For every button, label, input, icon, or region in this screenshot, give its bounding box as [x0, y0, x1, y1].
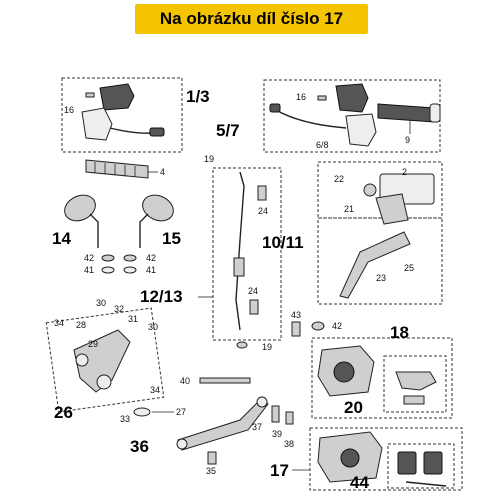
callout-37: 37 [252, 422, 262, 432]
group-box-44 [387, 443, 455, 489]
master-cylinder [363, 173, 435, 225]
callout-28: 28 [76, 320, 86, 330]
banjo-bolt-24-b [249, 299, 259, 315]
callout-42-a: 42 [84, 253, 94, 263]
group-label-20: 20 [344, 398, 363, 417]
callout-43: 43 [291, 310, 301, 320]
group-label-26: 26 [54, 403, 73, 422]
torque-arm [176, 396, 269, 451]
title-text: Na obrázku díl číslo 17 [159, 9, 344, 28]
group-label-18: 18 [390, 323, 409, 342]
callout-42-b: 42 [146, 253, 156, 263]
caliper-bracket [73, 329, 131, 393]
washer-41-left [101, 266, 115, 274]
group-label-15: 15 [162, 229, 181, 248]
pad-spring-20 [395, 371, 437, 405]
right-grip [377, 103, 441, 123]
nut-42-left [101, 254, 115, 262]
brake-pads-44 [397, 451, 447, 487]
callout-16-a: 16 [64, 105, 74, 115]
group-label-1-3: 1/3 [186, 87, 210, 106]
screw-16-a [85, 92, 95, 98]
callout-29: 29 [88, 339, 98, 349]
group-label-12-13: 12/13 [140, 287, 183, 306]
callout-41-b: 41 [146, 265, 156, 275]
bolt-39 [271, 405, 280, 423]
group-label-14: 14 [52, 229, 71, 248]
callout-30-a: 30 [96, 298, 106, 308]
group-box-18 [311, 337, 453, 419]
callout-21: 21 [344, 204, 354, 214]
group-box-lever [317, 217, 443, 305]
callout-16-b: 16 [296, 92, 306, 102]
washer-33 [133, 407, 151, 417]
group-box-12-13 [212, 167, 282, 341]
group-box-17 [309, 427, 463, 491]
mirror-right [139, 194, 174, 248]
nut-42-c [311, 321, 325, 331]
mirror-left [64, 194, 99, 248]
washer-19-b [236, 341, 248, 349]
group-label-5-7: 5/7 [216, 121, 240, 140]
left-switch-housing [81, 83, 165, 141]
rear-caliper [317, 431, 383, 483]
axle-bolt-40 [199, 377, 251, 384]
nut-38 [285, 411, 294, 425]
callout-34-b: 34 [150, 385, 160, 395]
callout-24-a: 24 [258, 206, 268, 216]
callout-40: 40 [180, 376, 190, 386]
bolt-35 [207, 451, 217, 465]
right-switch-housing [269, 83, 377, 147]
callout-9: 9 [405, 135, 410, 145]
callout-34-a: 34 [54, 318, 64, 328]
callout-39: 39 [272, 429, 282, 439]
callout-25: 25 [404, 263, 414, 273]
callout-38: 38 [284, 439, 294, 449]
group-label-17: 17 [270, 461, 289, 480]
washer-41-right [123, 266, 137, 274]
group-label-10-11: 10/11 [262, 233, 304, 252]
callout-22: 22 [334, 174, 344, 184]
callout-30-b: 30 [148, 322, 158, 332]
callout-24-b: 24 [248, 286, 258, 296]
title-banner: Na obrázku díl číslo 17 [135, 4, 368, 34]
callout-27: 27 [176, 407, 186, 417]
callout-31: 31 [128, 314, 138, 324]
callout-6-8: 6/8 [316, 140, 329, 150]
callout-19-b: 19 [262, 342, 272, 352]
banjo-bolt-24-a [257, 185, 267, 201]
callout-41-a: 41 [84, 265, 94, 275]
callout-23: 23 [376, 273, 386, 283]
bolt-43 [291, 321, 301, 337]
callout-33: 33 [120, 414, 130, 424]
callout-42-c: 42 [332, 321, 342, 331]
brake-hose [233, 171, 245, 331]
callout-4: 4 [160, 167, 165, 177]
callout-19-a: 19 [204, 154, 214, 164]
front-caliper [317, 345, 375, 397]
group-box-1-3 [61, 77, 183, 153]
screw-16-b [317, 95, 327, 101]
group-label-44: 44 [350, 473, 369, 492]
group-box-20 [383, 355, 447, 413]
callout-35: 35 [206, 466, 216, 476]
left-grip [85, 159, 149, 179]
callout-32: 32 [114, 304, 124, 314]
brake-lever [339, 231, 411, 299]
group-label-36: 36 [130, 437, 149, 456]
callout-2: 2 [402, 167, 407, 177]
nut-42-right [123, 254, 137, 262]
